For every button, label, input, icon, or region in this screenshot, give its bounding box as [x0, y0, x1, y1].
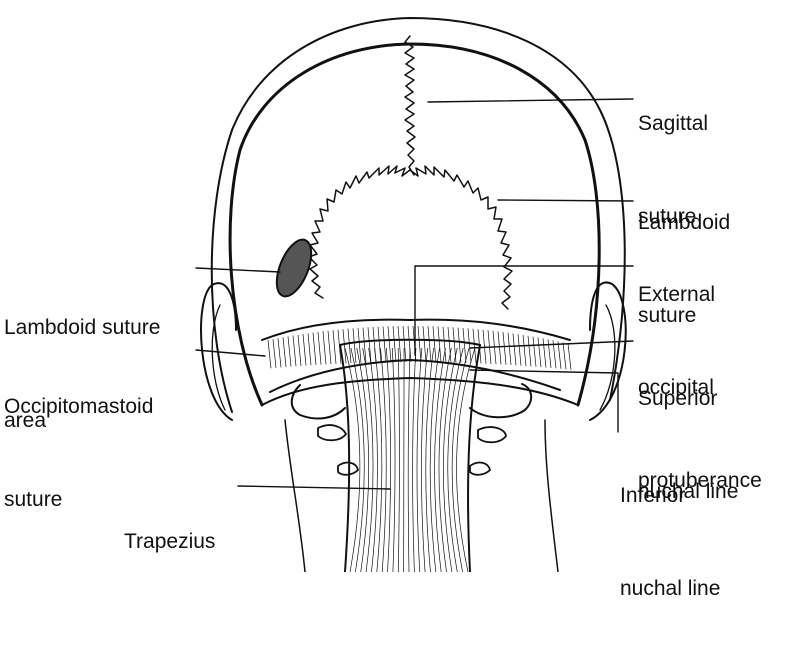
leader-sagittal [428, 99, 633, 102]
nuchal-hatch-line [333, 330, 336, 364]
trapezius-fibre [439, 348, 451, 572]
nuchal-hatch-line [323, 331, 326, 364]
label-trapezius: Trapezius [124, 464, 215, 619]
right-neck-line [545, 420, 558, 572]
leader-occipitomastoid [196, 350, 265, 356]
trapezius-fibre [392, 348, 395, 572]
nuchal-hatch-line [433, 326, 436, 362]
label-inferior-nuchal-line: Inferior nuchal line [620, 418, 720, 666]
nuchal-hatch-line [328, 331, 331, 364]
nuchal-hatch-line [533, 337, 536, 367]
nuchal-hatch-line [403, 326, 406, 362]
nuchal-hatch-line [383, 327, 386, 363]
nuchal-hatch-line [463, 328, 466, 363]
nuchal-hatch-line [343, 329, 346, 363]
trapezius-fibre [421, 348, 427, 572]
nuchal-hatch-line [378, 327, 381, 363]
nuchal-hatch-line [308, 333, 311, 365]
trapezius-fibre [380, 348, 386, 572]
trapezius-fibre [408, 348, 410, 572]
vertebra-right-2 [470, 463, 490, 475]
nuchal-hatch-line [393, 326, 396, 362]
leader-lambdoid [498, 200, 633, 201]
nuchal-hatch-line [348, 329, 351, 363]
scalp-outline [212, 18, 625, 412]
nuchal-hatch-line [563, 342, 566, 369]
nuchal-hatch-line [288, 336, 291, 366]
leader-inferior-nuchal [470, 370, 618, 432]
nuchal-hatch-line [468, 328, 471, 363]
nuchal-hatch-line [318, 332, 321, 365]
trapezius-fibre [375, 348, 382, 572]
nuchal-hatch-line [278, 338, 281, 367]
nuchal-hatch-line [568, 344, 571, 370]
nuchal-hatch-line [543, 338, 546, 367]
leader-trapezius [238, 486, 390, 489]
nuchal-hatch-line [303, 334, 306, 366]
trapezius-fibre [398, 348, 399, 572]
nuchal-hatch-line [428, 326, 431, 362]
trapezius-fibre [386, 348, 390, 572]
nuchal-hatch-line [298, 335, 301, 366]
nuchal-hatch-line [368, 327, 371, 362]
nuchal-hatch-line [518, 334, 521, 365]
nuchal-hatch-line [498, 331, 501, 364]
nuchal-hatch-line [503, 332, 506, 365]
nuchal-hatch-line [268, 340, 271, 368]
trapezius-left-border [340, 345, 349, 572]
nuchal-hatch-line [538, 338, 541, 368]
nuchal-hatch-line [423, 326, 426, 362]
nuchal-hatch-line [528, 336, 531, 367]
nuchal-hatch-line [443, 327, 446, 363]
nuchal-hatch-line [473, 329, 476, 363]
nuchal-hatch-line [388, 326, 391, 362]
vertebra-left-1 [318, 425, 346, 440]
nuchal-hatch-line [418, 326, 421, 362]
nuchal-hatch-line [273, 339, 276, 368]
leader-lambdoid-area [196, 268, 280, 272]
sagittal-suture-line [405, 36, 415, 175]
trapezius-fibre [413, 348, 416, 572]
nuchal-hatch-line [313, 333, 316, 365]
nuchal-hatch-line [548, 339, 551, 368]
left-neck-line [285, 420, 305, 572]
nuchal-hatch-line [508, 333, 511, 365]
lambdoid-suture-line [309, 166, 410, 298]
nuchal-hatch-line [283, 337, 286, 367]
lambdoid-suture-line-right [410, 166, 512, 309]
vertebra-right-1 [478, 427, 506, 442]
trapezius-fibre [435, 348, 446, 572]
nuchal-hatch-line [453, 327, 456, 362]
nuchal-hatch-line [523, 335, 526, 366]
nuchal-hatch-line [558, 341, 561, 368]
nuchal-hatch-line [293, 336, 296, 367]
nuchal-hatch-line [513, 333, 516, 365]
trapezius-right-border [468, 345, 480, 572]
anatomy-diagram: Sagittal suture Lambdoid suture External… [0, 0, 797, 572]
